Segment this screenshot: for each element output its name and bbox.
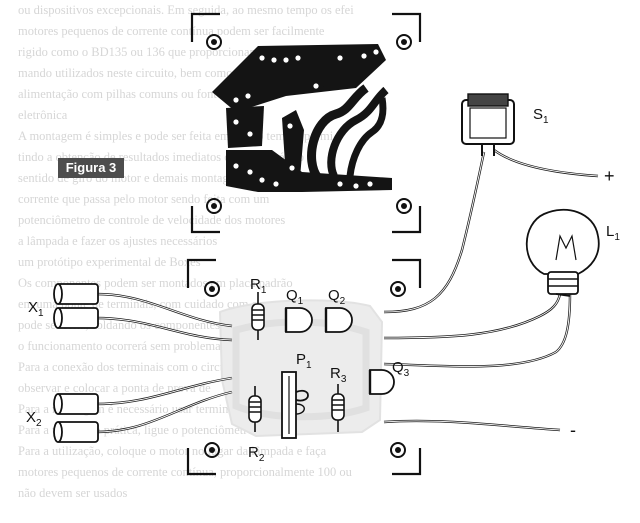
transistor-q3 (368, 369, 395, 395)
background-text-line: ou dispositivos excepcionais. Em seguida… (18, 3, 354, 17)
component-board (186, 258, 422, 476)
background-text-line: alimentação com pilhas comuns ou fonte (18, 87, 223, 101)
label-r2: R2 (248, 444, 265, 464)
label-r1: R1 (250, 276, 267, 296)
background-text-line: corrente que passa pelo motor sendo feit… (18, 192, 270, 206)
wiring (95, 149, 599, 434)
pcb-corner-tr (392, 12, 422, 42)
background-text-line: observar e colocar a ponta de prova de (18, 381, 211, 395)
label-switch: S1 (533, 106, 549, 126)
label-minus: - (570, 420, 576, 440)
connector-x2 (53, 393, 99, 443)
background-text-line: motores pequenos de corrente contínua po… (18, 24, 325, 38)
resistor-r1 (251, 292, 265, 340)
transistor-q2 (324, 307, 353, 333)
background-text-line: motores pequenos de corrente contínua, p… (18, 465, 352, 479)
board-corner-tl (186, 258, 216, 288)
label-q3: Q3 (392, 359, 410, 379)
lamp-l1 (525, 209, 600, 297)
board-corner-br (392, 448, 422, 476)
background-text-line: não devem ser usados (18, 486, 128, 500)
board-corner-tr (392, 258, 422, 288)
label-x2: X2 (26, 409, 42, 429)
background-text-line: potenciômetro de controle de velocidade … (18, 213, 286, 227)
pcb-copper-layout (190, 12, 422, 234)
resistor-r2 (248, 386, 262, 432)
label-plus: + (604, 166, 615, 186)
figure-label: Figura 3 (58, 158, 124, 178)
background-text-line: a lâmpada e fazer os ajustes necessários (18, 234, 218, 248)
label-q1: Q1 (286, 287, 304, 307)
transistor-q1 (284, 307, 313, 333)
board-corner-bl (186, 448, 216, 476)
background-text-line: Para a conexão dos terminais com o circu… (18, 360, 240, 374)
pcb-corner-br (392, 206, 422, 234)
background-text-line: rigido como o BD135 ou 136 que proporcio… (18, 45, 322, 59)
label-lamp: L1 (606, 223, 620, 243)
connector-x1 (53, 283, 99, 329)
pcb-pad-holes (233, 49, 385, 189)
resistor-r3 (331, 384, 345, 432)
switch-s1 (461, 93, 515, 156)
label-r3: R3 (330, 365, 347, 385)
background-text-line: Para a utilização, coloque o motor no lu… (18, 444, 327, 458)
background-text-line: um protótipo experimental de Boxes (18, 255, 201, 269)
label-q2: Q2 (328, 287, 346, 307)
potentiometer-p1 (281, 371, 309, 439)
label-p1: P1 (296, 351, 312, 371)
pcb-corner-bl (190, 206, 220, 234)
pcb-corner-tl (190, 12, 220, 42)
label-x1: X1 (28, 299, 44, 319)
background-text-line: o funcionamento ocorrerá sem problemas, … (18, 339, 268, 353)
background-text-line: eletrônica (18, 108, 68, 122)
